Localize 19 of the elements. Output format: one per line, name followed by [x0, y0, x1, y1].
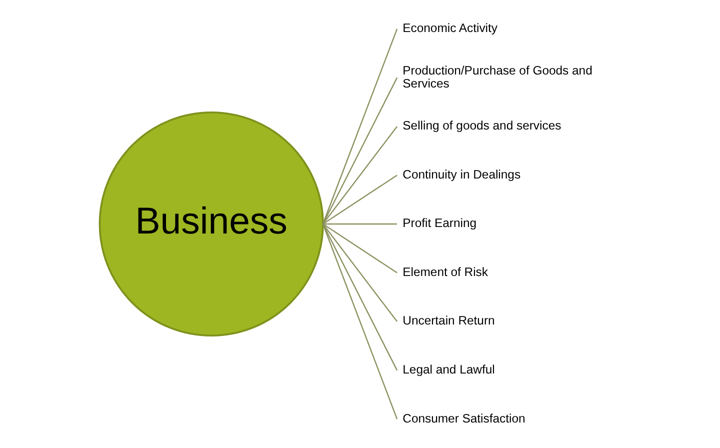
connector [322, 224, 398, 371]
node-text: Economic Activity [402, 21, 498, 36]
connector [322, 28, 398, 224]
connector [322, 224, 398, 274]
node-text: Profit Earning [402, 216, 477, 230]
node-circle: Business [98, 111, 324, 337]
connector [322, 174, 398, 224]
node-text: Production/Purchase of Goods and Services [402, 63, 592, 90]
node-text: Legal and Lawful [402, 362, 495, 376]
connector [322, 224, 398, 420]
node-text: Selling of goods and services [402, 118, 562, 133]
connector [322, 224, 398, 322]
node-text: Consumer Satisfaction [402, 411, 526, 426]
connector [322, 223, 398, 225]
node-text: Continuity in Dealings [402, 167, 521, 182]
node-text: Uncertain Return [402, 314, 495, 328]
connector [322, 126, 398, 224]
connector [322, 77, 398, 224]
node-text: Element of Risk [402, 264, 488, 279]
